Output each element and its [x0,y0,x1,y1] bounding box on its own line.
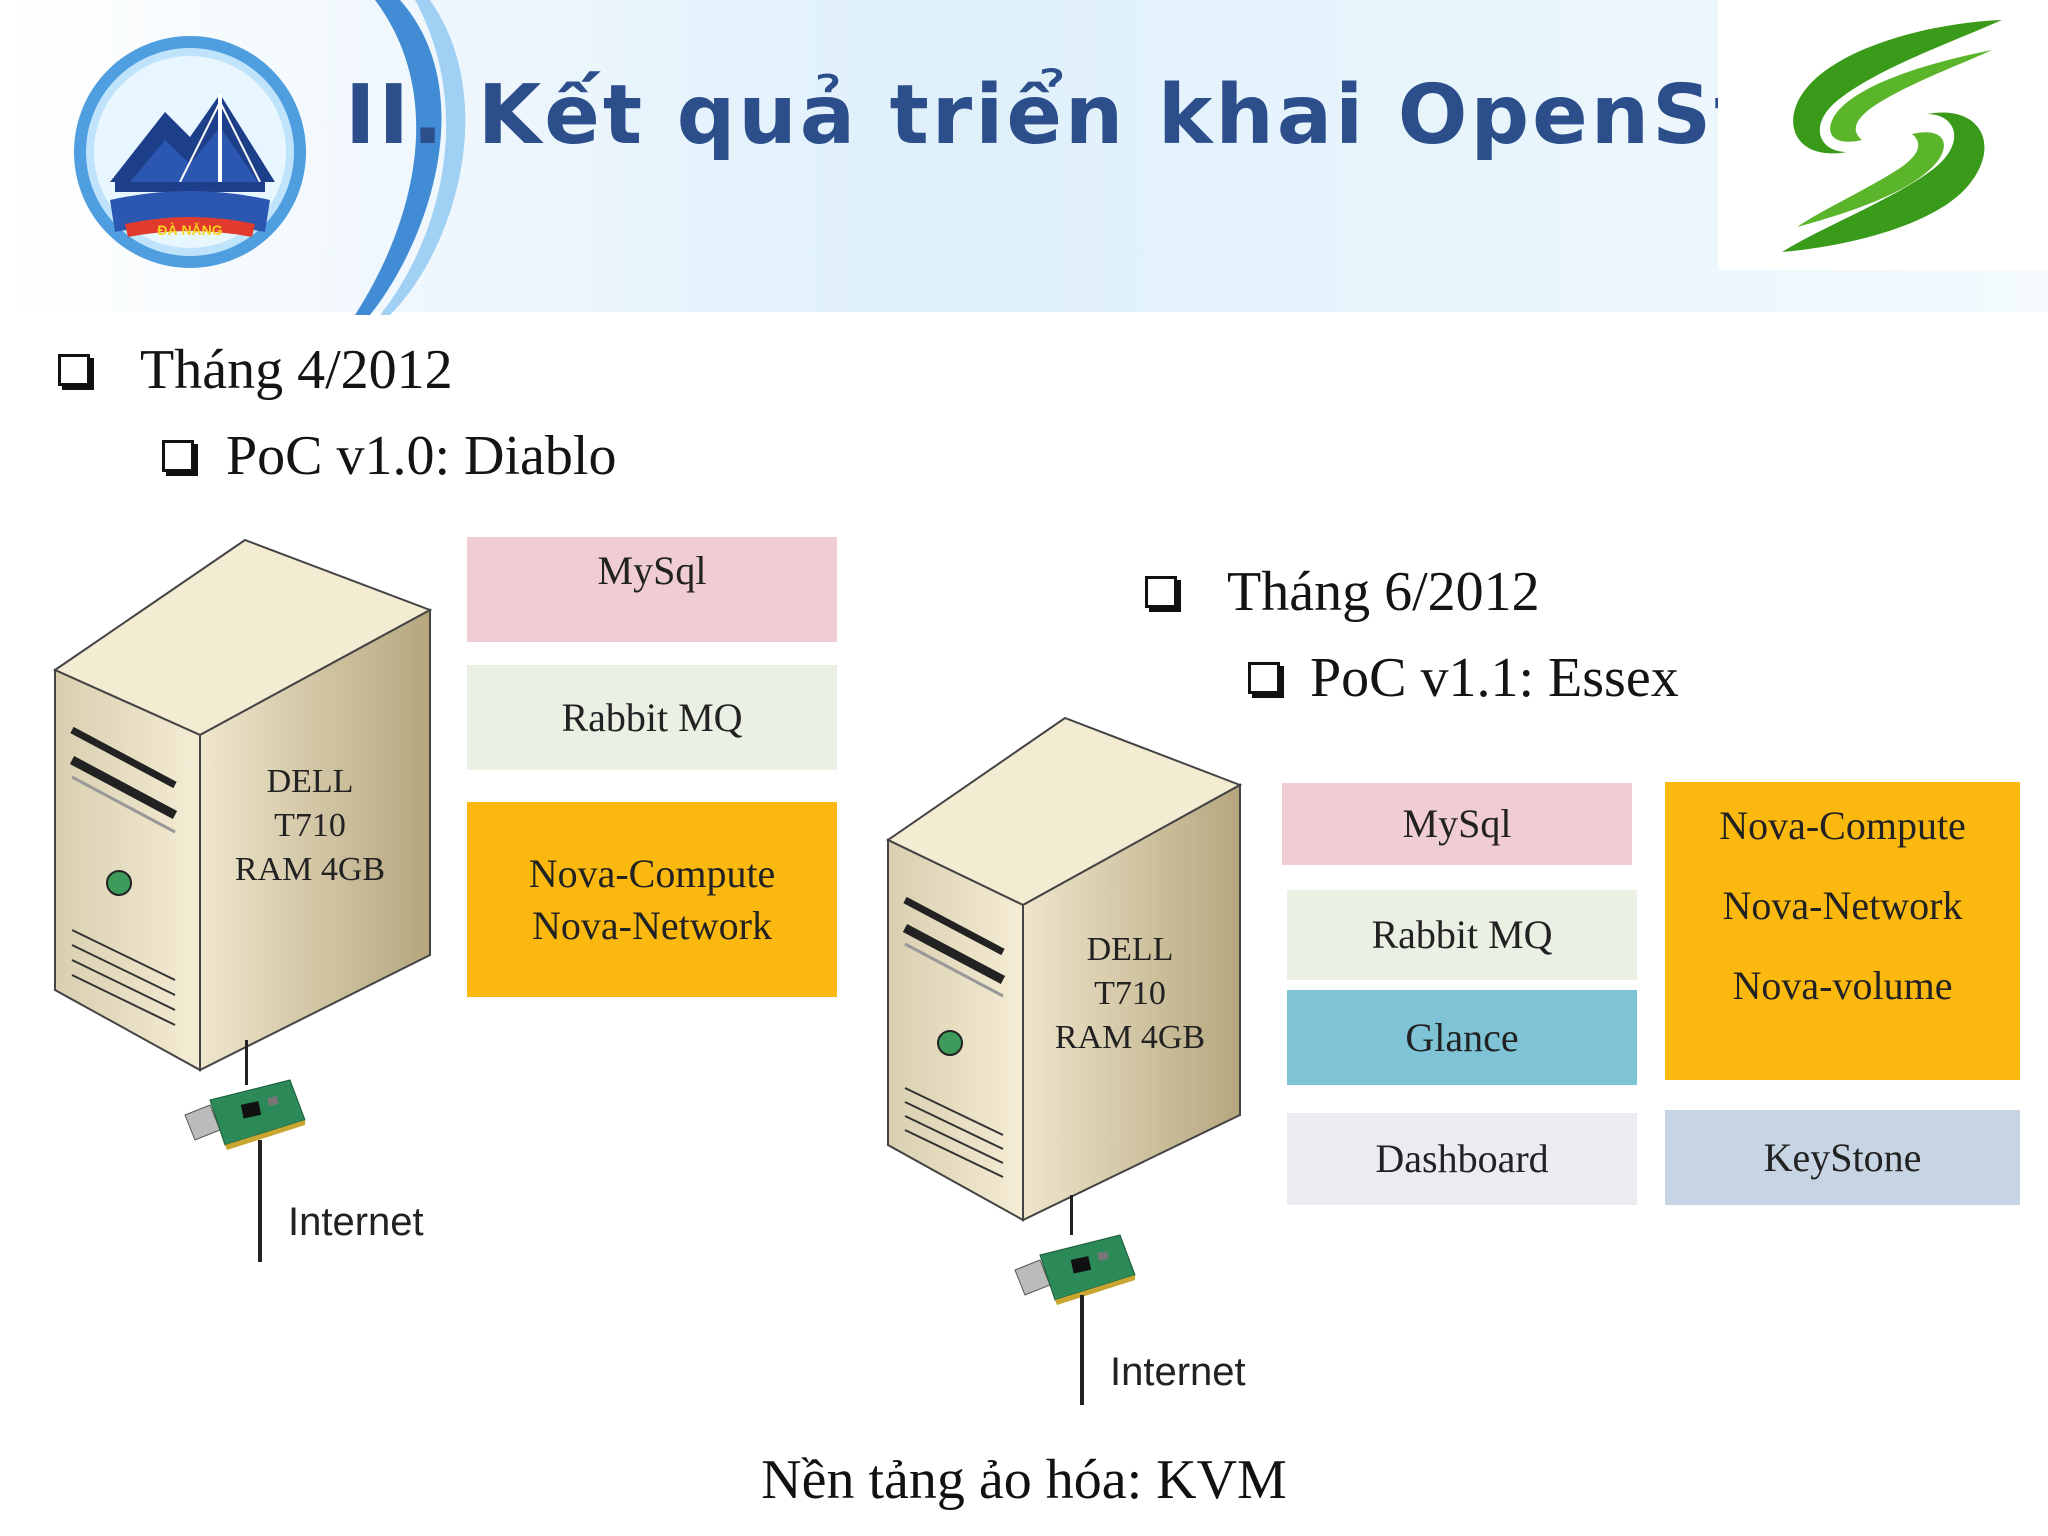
poc2-date-bullet: Tháng 6/2012 [1145,560,1540,624]
checkbox-bullet-icon [1145,576,1177,608]
danang-logo-icon: ĐÀ NẴNG [74,36,306,268]
header-swoosh [355,0,466,315]
poc2-server-tower-icon [886,716,1243,1222]
poc2-version-bullet: PoC v1.1: Essex [1248,646,1679,710]
poc1-cable-bottom [258,1140,262,1262]
poc1-nova-box: Nova-Compute Nova-Network [467,802,837,997]
poc2-cable-bottom [1080,1295,1084,1405]
poc1-date-bullet: Tháng 4/2012 [58,338,453,402]
green-s-logo-icon [1782,20,2002,252]
poc2-server-line: DELL [1086,931,1174,968]
poc1-nova-network-label: Nova-Network [532,902,772,948]
virtualization-caption: Nền tảng ảo hóa: KVM [761,1449,1287,1511]
poc2-internet-label: Internet [1110,1350,1246,1394]
poc1-rabbitmq-box: Rabbit MQ [467,665,837,770]
poc2-server-line: T710 [1094,975,1166,1013]
poc1-network-card-icon [184,1079,306,1150]
poc1-version: PoC v1.0: Diablo [226,425,617,487]
checkbox-bullet-icon [162,440,194,472]
poc2-dashboard-label: Dashboard [1375,1136,1549,1181]
poc2-glance-label: Glance [1405,1014,1519,1060]
poc1-server-line: DELL [266,763,354,800]
poc2-mysql-box: MySql [1282,783,1632,865]
poc1-rabbitmq-label: Rabbit MQ [561,694,743,740]
poc2-mysql-label: MySql [1402,801,1512,846]
poc1-internet-label: Internet [288,1200,424,1244]
poc2-server-label: DELL T710 RAM 4GB [1030,928,1230,1061]
poc1-mysql-label: MySql [597,548,707,593]
poc2-nova-volume-label: Nova-volume [1732,963,1953,1008]
poc1-nova-compute-label: Nova-Compute [528,850,776,896]
poc2-nova-network-label: Nova-Network [1722,883,1963,928]
poc2-nova-box: Nova-Compute Nova-Network Nova-volume [1665,782,2020,1080]
poc2-rabbitmq-box: Rabbit MQ [1287,890,1637,980]
poc2-version: PoC v1.1: Essex [1310,647,1679,709]
poc1-server-label: DELL T710 RAM 4GB [210,760,410,893]
poc1-version-bullet: PoC v1.0: Diablo [162,424,616,488]
poc2-server-line: RAM 4GB [1054,1019,1206,1057]
page-title: II. Kết quả triển khai OpenStack [345,68,1924,163]
poc2-rabbitmq-label: Rabbit MQ [1371,912,1553,957]
poc2-keystone-box: KeyStone [1665,1110,2020,1205]
poc1-mysql-box: MySql [467,537,837,642]
poc2-dashboard-box: Dashboard [1287,1113,1637,1205]
checkbox-bullet-icon [1248,662,1280,694]
danang-logo-text: ĐÀ NẴNG [157,222,222,238]
poc1-server-line: RAM 4GB [234,851,386,889]
poc1-cable-top [245,1040,248,1085]
poc1-server-tower-icon [52,538,433,1072]
poc2-cable-top [1070,1195,1073,1235]
poc2-nova-compute-label: Nova-Compute [1719,803,1966,848]
poc1-date: Tháng 4/2012 [140,339,453,401]
poc1-server-line: T710 [274,807,346,845]
poc2-keystone-label: KeyStone [1763,1134,1922,1180]
poc2-network-card-icon [1014,1234,1136,1305]
header-band [0,0,2048,312]
poc2-glance-box: Glance [1287,990,1637,1085]
checkbox-bullet-icon [58,354,90,386]
poc2-date: Tháng 6/2012 [1227,561,1540,623]
